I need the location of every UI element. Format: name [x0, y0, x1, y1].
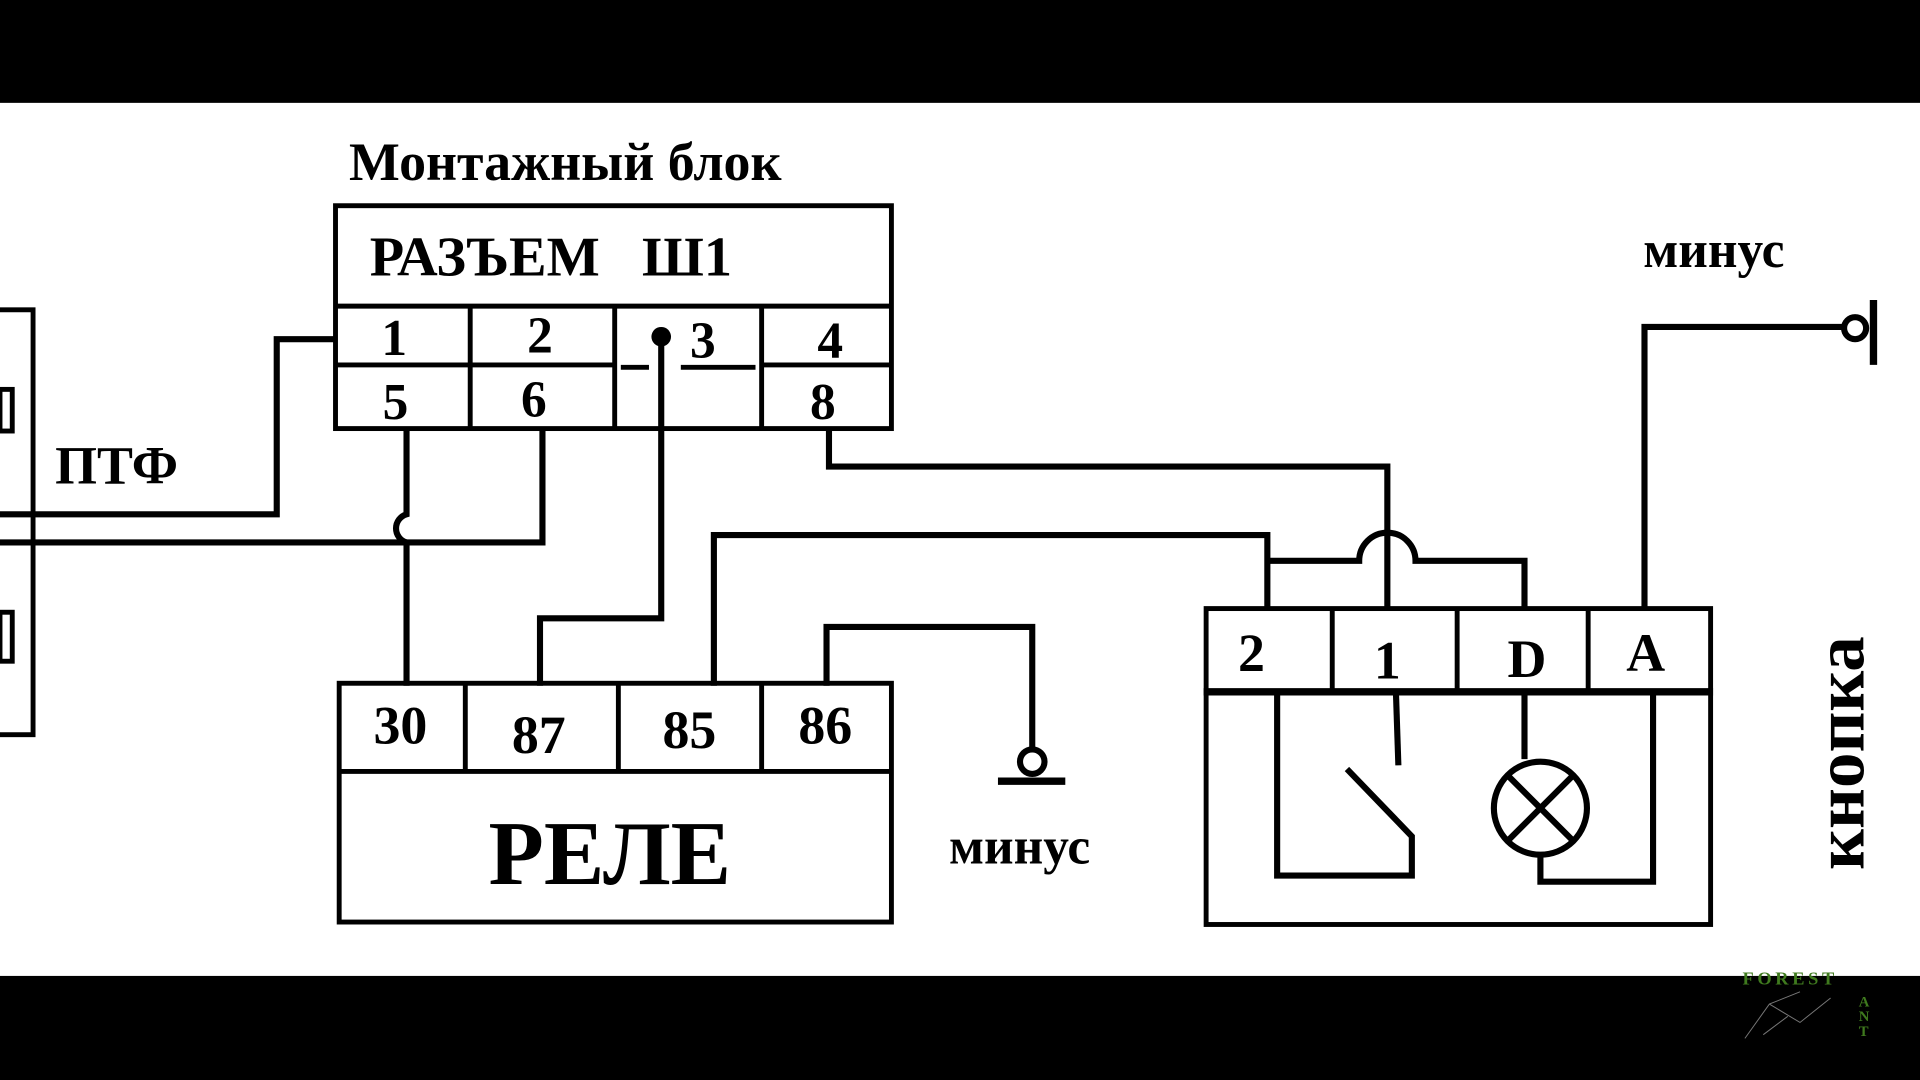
pin-2: 2	[527, 308, 553, 365]
lamp-icon	[1490, 758, 1591, 858]
pin-1: 1	[381, 310, 407, 367]
svg-text:T: T	[1859, 1024, 1869, 1040]
relay-ground-label: минус	[949, 818, 1090, 875]
wires	[0, 323, 1845, 750]
relay-ground-symbol	[997, 746, 1066, 785]
button-label: кнопка	[1802, 636, 1880, 870]
relay-block: 30 87 85 86 РЕЛЕ	[336, 680, 894, 925]
relay-pin-85: 85	[662, 700, 716, 760]
mounting-block: РАЗЪЕМ Ш1 1 2 3 4 5 6 8	[333, 203, 894, 432]
pin-4: 4	[817, 313, 843, 370]
button-block: 2 1 D A	[1203, 606, 1714, 927]
relay-pin-87: 87	[512, 705, 566, 765]
button-pin-D: D	[1507, 629, 1546, 689]
svg-text:A: A	[1859, 995, 1870, 1011]
pin-8: 8	[810, 374, 836, 431]
pin-6: 6	[521, 371, 547, 428]
fog-lamp-connector	[0, 307, 36, 738]
relay-label: РЕЛЕ	[489, 803, 732, 904]
button-pin-A: A	[1626, 623, 1665, 683]
button-ground-label: минус	[1643, 222, 1784, 279]
fog-lamp-label: ПТФ	[55, 436, 178, 496]
relay-pin-86: 86	[798, 695, 852, 755]
connector-label: РАЗЪЕМ Ш1	[370, 227, 732, 289]
svg-text:N: N	[1859, 1009, 1870, 1025]
switch-symbol	[1274, 691, 1415, 879]
button-pin-2: 2	[1238, 623, 1265, 683]
pin-5: 5	[383, 374, 409, 431]
pin-3: 3	[690, 313, 716, 370]
forest-ant-logo: FOREST A N T	[1742, 968, 1869, 1039]
button-ground-symbol	[1841, 300, 1878, 365]
button-pin-1: 1	[1374, 630, 1401, 690]
relay-pin-30: 30	[373, 695, 427, 755]
mounting-block-title: Монтажный блок	[349, 132, 782, 192]
svg-text:FOREST: FOREST	[1742, 968, 1838, 988]
